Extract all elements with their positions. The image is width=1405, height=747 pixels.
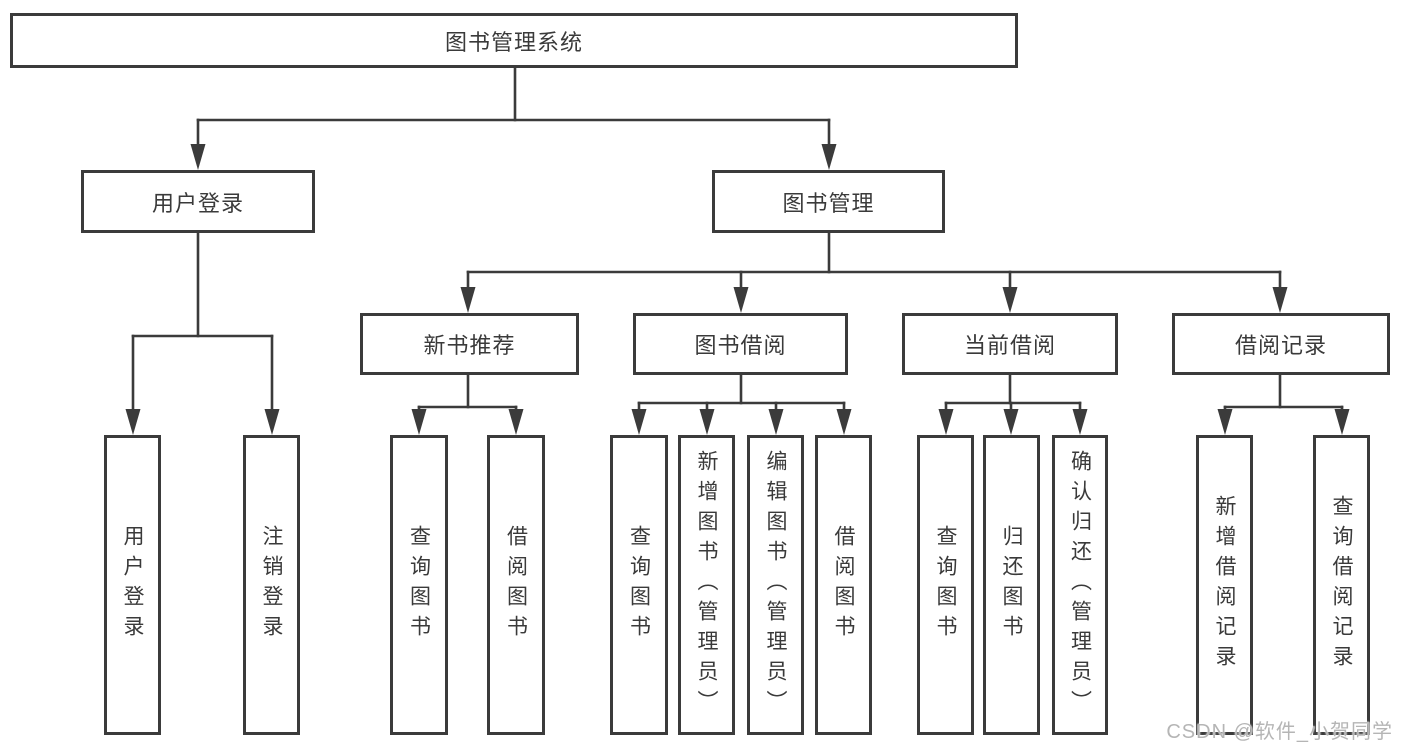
node-book-management-branch: 图书管理 [712,170,945,233]
node-borrow-records-label: 借阅记录 [1234,333,1327,358]
edge-current-borrow-to-leaves [938,373,1088,435]
edge-borrow-records-to-leaves [1217,373,1350,435]
leaf-user-login-label: 用户登录 [121,525,144,645]
leaf-recommend-query-books-label: 查询图书 [407,525,431,645]
leaf-current-query-books-label: 查询图书 [934,525,957,645]
leaf-query-borrow-record-label: 查询借阅记录 [1330,495,1353,675]
leaf-edit-book-admin-label: 编辑图书（管理员） [764,450,787,720]
edge-user-login-to-leaves [125,231,280,435]
leaf-confirm-return-admin: 确认归还（管理员） [1052,435,1108,735]
leaf-logout-label: 注销登录 [260,525,283,645]
leaf-confirm-return-admin-label: 确认归还（管理员） [1068,450,1092,720]
edge-book-management-to-groups [460,231,1288,313]
node-new-book-recommend-label: 新书推荐 [423,333,516,358]
leaf-borrow-borrow-books-label: 借阅图书 [832,525,855,645]
leaf-borrow-query-books-label: 查询图书 [627,525,651,645]
csdn-watermark: CSDN @软件_小贺同学 [1166,721,1393,743]
leaf-add-book-admin: 新增图书（管理员） [678,435,735,735]
leaf-recommend-query-books: 查询图书 [390,435,448,735]
node-book-management-branch-label: 图书管理 [782,190,875,216]
leaf-current-query-books: 查询图书 [917,435,974,735]
node-current-borrow-label: 当前借阅 [963,333,1056,358]
node-book-borrow-label: 图书借阅 [694,333,787,358]
leaf-return-book-label: 归还图书 [1000,525,1023,645]
edge-new-book-recommend-to-leaves [411,373,524,435]
leaf-user-login: 用户登录 [104,435,161,735]
leaf-recommend-borrow-books-label: 借阅图书 [504,525,528,645]
node-user-login-branch-label: 用户登录 [151,190,244,216]
node-user-login-branch: 用户登录 [81,170,315,233]
leaf-add-book-admin-label: 新增图书（管理员） [695,450,718,720]
leaf-add-borrow-record: 新增借阅记录 [1196,435,1253,735]
node-root-system: 图书管理系统 [10,13,1018,68]
node-book-borrow: 图书借阅 [633,313,848,375]
leaf-logout: 注销登录 [243,435,300,735]
leaf-return-book: 归还图书 [983,435,1040,735]
node-borrow-records: 借阅记录 [1172,313,1390,375]
edge-root-to-branches [190,66,837,170]
leaf-edit-book-admin: 编辑图书（管理员） [747,435,804,735]
leaf-recommend-borrow-books: 借阅图书 [487,435,545,735]
node-new-book-recommend: 新书推荐 [360,313,579,375]
leaf-borrow-query-books: 查询图书 [610,435,668,735]
leaf-borrow-borrow-books: 借阅图书 [815,435,872,735]
leaf-query-borrow-record: 查询借阅记录 [1313,435,1370,735]
node-root-system-label: 图书管理系统 [444,29,583,55]
edge-book-borrow-to-leaves [631,373,852,435]
node-current-borrow: 当前借阅 [902,313,1118,375]
leaf-add-borrow-record-label: 新增借阅记录 [1213,495,1236,675]
